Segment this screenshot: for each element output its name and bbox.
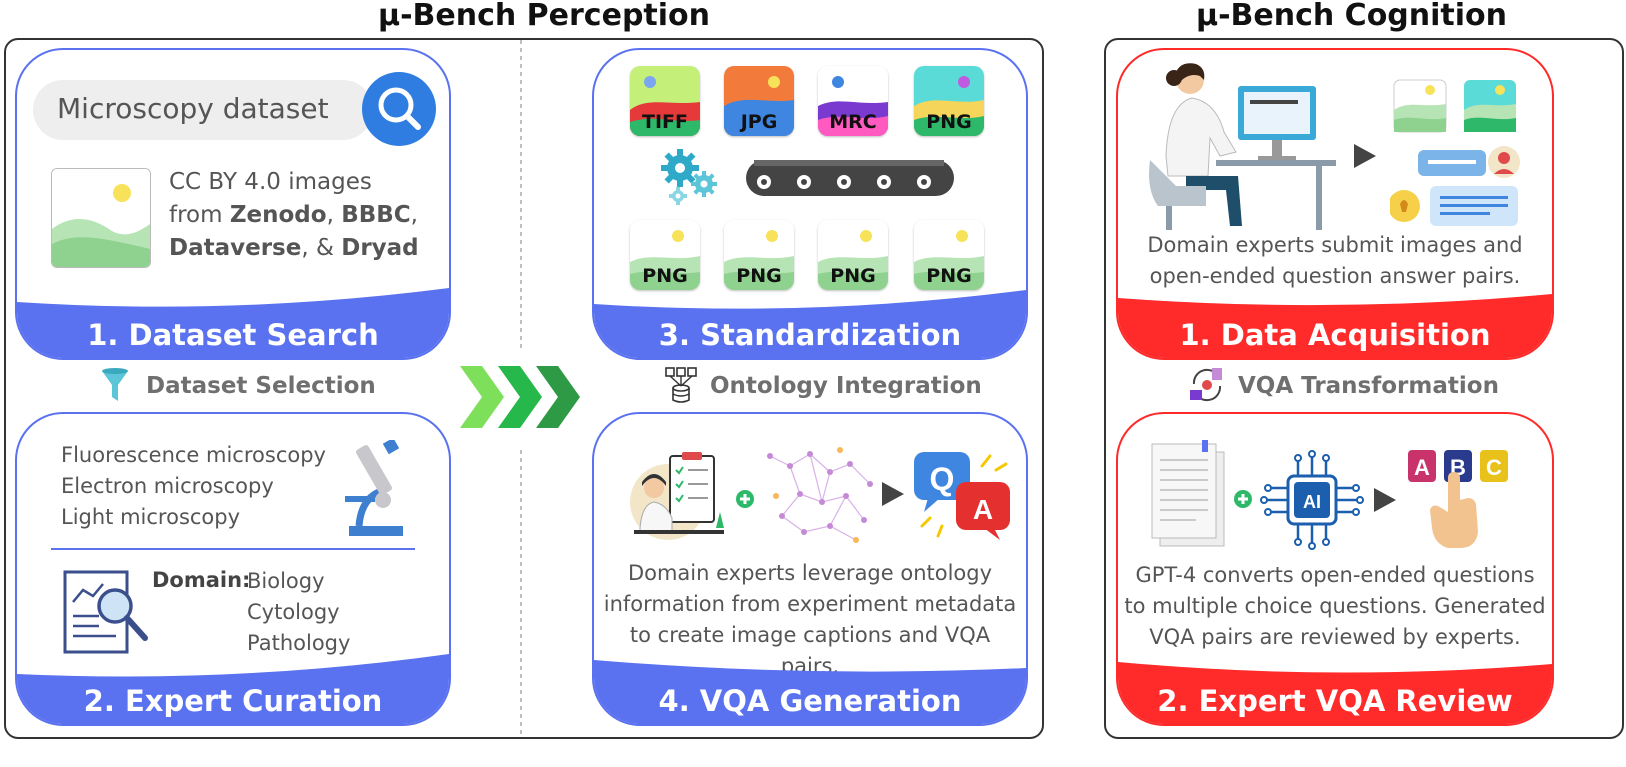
expert-vqa-review-band: 2. Expert VQA Review (1118, 654, 1552, 724)
source-bbbc: BBBC (341, 202, 411, 228)
ai-chip-icon: AI (1260, 450, 1364, 550)
output-tile-png: PNG (914, 220, 984, 290)
image-placeholder (51, 168, 151, 268)
domain-label: Domain: (152, 568, 251, 592)
vqa-generation-band: 4. VQA Generation (594, 654, 1026, 724)
conveyor-icon (746, 160, 954, 196)
source-zenodo: Zenodo (229, 202, 327, 228)
svg-text:A: A (1414, 455, 1430, 480)
search-bar[interactable]: Microscopy dataset (33, 80, 373, 140)
dataset-selection-label: Dataset Selection (146, 373, 376, 399)
plus-icon (1234, 490, 1252, 508)
standardization-card: TIFF JPG MRC PNG (592, 48, 1028, 360)
vqa-generation-card: Q A Domain experts leverage ontology inf… (592, 412, 1028, 726)
output-tile-png: PNG (724, 220, 794, 290)
flow-arrows-icon (460, 366, 580, 428)
data-acquisition-description: Domain experts submit images and open-en… (1147, 233, 1523, 288)
domain-item: Pathology (247, 631, 351, 655)
expert-curation-label: 2. Expert Curation (83, 684, 383, 718)
transform-icon (1190, 368, 1222, 402)
domain-item: Biology (247, 569, 325, 593)
vqa-generation-label: 4. VQA Generation (658, 684, 962, 718)
landscape-icon (52, 169, 150, 267)
format-tile-mrc: MRC (818, 66, 888, 136)
expert-curation-band: 2. Expert Curation (17, 654, 449, 724)
vqa-generation-description: Domain experts leverage ontology informa… (603, 561, 1017, 678)
expert-vqa-review-label: 2. Expert VQA Review (1157, 684, 1513, 718)
data-acquisition-card: Domain experts submit images and open-en… (1116, 48, 1554, 360)
format-tile-png: PNG (914, 66, 984, 136)
vqa-transformation-label: VQA Transformation (1238, 373, 1499, 399)
domain-item: Cytology (247, 600, 340, 624)
multiple-choice-icon: A B C (1408, 450, 1508, 548)
modality-item: Fluorescence microscopy (61, 443, 326, 467)
svg-text:C: C (1486, 455, 1502, 480)
search-input[interactable]: Microscopy dataset (57, 92, 329, 125)
arrow-right-icon (1354, 144, 1376, 168)
svg-text:AI: AI (1303, 492, 1321, 512)
svg-text:Q: Q (930, 461, 955, 497)
standardization-band: 3. Standardization (594, 288, 1026, 358)
dataset-search-label: 1. Dataset Search (87, 318, 379, 352)
expert-computer-icon (1149, 63, 1336, 230)
output-tile-png: PNG (630, 220, 700, 290)
plus-icon (736, 490, 754, 508)
expert-vqa-review-card: AI A B C GPT-4 converts open-ended quest… (1116, 412, 1554, 726)
ontology-graph-icon (767, 447, 873, 543)
source-dryad: Dryad (341, 235, 419, 261)
license-text: CC BY 4.0 images from Zenodo, BBBC, Data… (169, 169, 419, 261)
domain-list: Biology Cytology Pathology (247, 566, 350, 659)
gears-icon (661, 149, 717, 205)
output-tile-png: PNG (818, 220, 888, 290)
expert-vqa-review-description: GPT-4 converts open-ended questions to m… (1124, 563, 1546, 649)
database-icon (665, 367, 697, 403)
expert-curation-card: Fluorescence microscopy Electron microsc… (15, 412, 451, 726)
documents-icon (1151, 440, 1225, 547)
arrow-right-icon (1374, 488, 1396, 512)
microscope-icon (345, 440, 403, 536)
cognition-title: μ-Bench Cognition (1196, 0, 1508, 33)
expert-checklist-icon (630, 452, 724, 540)
document-search-icon (63, 570, 148, 654)
format-tile-jpg: JPG (724, 66, 794, 136)
qa-icon: Q A (914, 452, 1010, 540)
search-icon (378, 87, 421, 130)
data-acquisition-band: 1. Data Acquisition (1118, 288, 1552, 358)
dataset-search-card: Microscopy dataset CC BY 4.0 images from… (15, 48, 451, 360)
dataset-search-band: 1. Dataset Search (17, 288, 449, 358)
modality-item: Electron microscopy (61, 474, 274, 498)
section-divider (51, 548, 415, 550)
svg-text:A: A (973, 494, 993, 525)
modality-list: Fluorescence microscopy Electron microsc… (61, 440, 326, 533)
standardization-label: 3. Standardization (658, 318, 962, 352)
search-button[interactable] (362, 72, 436, 146)
format-tile-tiff: TIFF (630, 66, 700, 136)
ontology-integration-label: Ontology Integration (710, 373, 982, 399)
funnel-icon (102, 368, 128, 401)
submission-icon (1390, 79, 1520, 226)
modality-item: Light microscopy (61, 505, 241, 529)
divider-line (520, 40, 522, 734)
data-acquisition-label: 1. Data Acquisition (1179, 318, 1491, 352)
arrow-right-icon (882, 482, 904, 506)
source-dataverse: Dataverse (169, 235, 302, 261)
perception-title: μ-Bench Perception (378, 0, 711, 33)
